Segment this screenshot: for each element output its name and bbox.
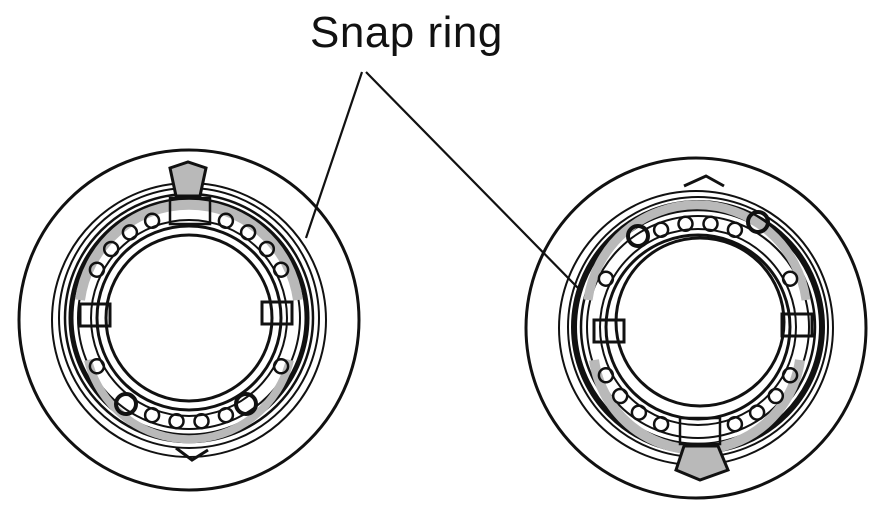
right-assembly [524,156,868,500]
leader-lines [304,71,579,289]
bearing-ball [272,358,290,375]
bearing-ball [217,406,235,424]
bearing-ball [193,412,210,430]
left-ball-track [90,219,288,417]
right-bottom-key [678,416,722,446]
left-top-notch [168,160,208,198]
bearing-ball [677,215,694,233]
bearing-ball [611,387,629,405]
bearing-ball [217,212,235,230]
left-bore [104,233,274,403]
left-key-east [260,300,294,326]
bearing-ball [239,224,257,241]
left-bottom-gap [175,446,209,462]
bearing-ball [168,412,185,430]
right-shaded-band [583,200,811,301]
right-bore [614,236,786,408]
left-shaded-band [75,199,303,301]
right-snap-eye-east [746,210,770,234]
left-shaded-band-low [84,359,294,444]
leader-line-left [304,71,364,239]
bearing-ball [781,367,799,384]
bearing-ball [143,212,161,230]
left-key-west [78,302,112,328]
bearing-ball [143,406,161,424]
leader-line-right [365,71,579,289]
right-key-east [780,312,814,338]
left-assembly [17,148,361,492]
bearing-ball [630,404,648,421]
left-inner-race [95,224,283,412]
right-groove-3 [586,215,810,439]
bearing-ball [88,358,106,375]
right-key-west [592,318,626,344]
bearing-ball [652,221,670,239]
right-outer-rim [524,156,868,500]
right-inner-race [604,233,792,421]
bearing-ball [597,367,615,384]
left-groove-2 [63,192,315,444]
bearing-ball [702,215,719,233]
bearing-ball [258,240,276,258]
left-snap-eye-west [114,392,138,416]
bearing-ball [272,261,290,278]
left-top-key [168,196,212,226]
snap-ring-label: Snap ring [310,8,503,57]
right-top-gap [683,174,725,188]
left-snap-eye-east [234,392,258,416]
bearing-ball [121,224,139,241]
right-snap-eye-west [626,224,650,248]
right-balls [597,215,799,433]
left-outer-rim [17,148,361,492]
bearing-ball [88,261,106,278]
left-balls [88,212,290,430]
bearing-ball [652,415,670,433]
bearing-ball [597,270,615,287]
bearing-ball [726,221,744,239]
bearing-ball [726,415,744,433]
right-ball-track [599,228,797,426]
bearing-ball [767,387,785,405]
bearing-ball [748,404,766,421]
bearing-ball [102,240,120,258]
right-bottom-notch [674,444,730,482]
bearing-ball [781,270,799,287]
